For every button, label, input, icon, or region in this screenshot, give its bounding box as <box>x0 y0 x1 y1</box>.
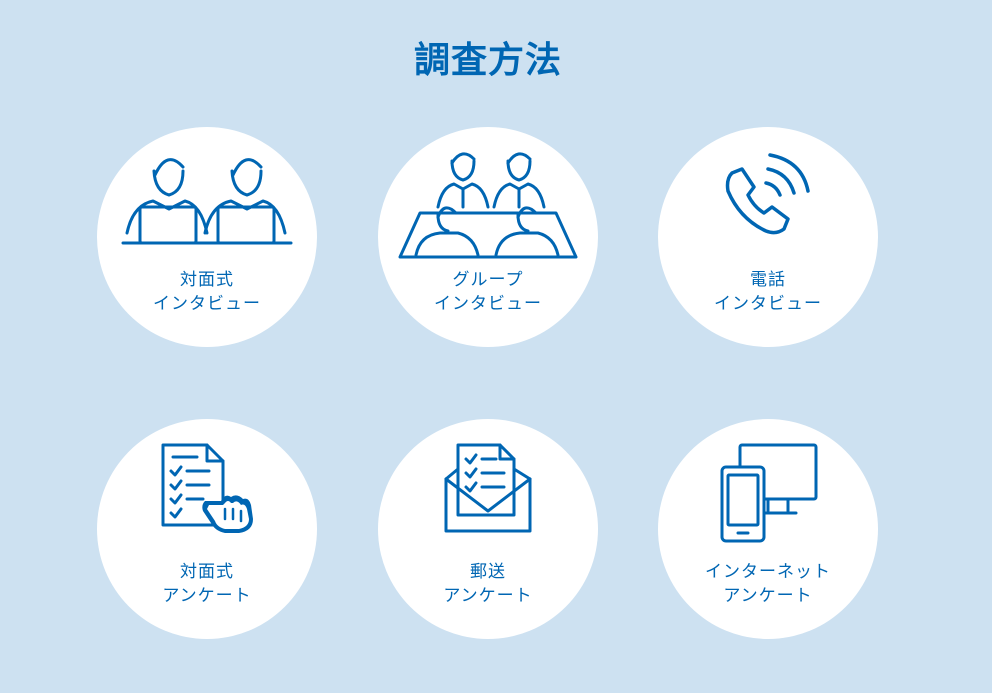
method-group-interview: グループ インタビュー <box>378 127 598 347</box>
face-to-face-interview-icon <box>121 158 293 245</box>
survey-sheet-icon <box>161 443 253 533</box>
method-label-line1: 対面式 <box>180 562 234 582</box>
method-label: 対面式 インタビュー <box>97 268 317 316</box>
group-interview-icon <box>398 152 578 259</box>
method-label: 電話 インタビュー <box>658 268 878 316</box>
method-face-to-face-interview: 対面式 インタビュー <box>97 127 317 347</box>
method-label: インターネット アンケート <box>658 560 878 608</box>
method-face-to-face-survey: 対面式 アンケート <box>97 419 317 639</box>
method-label-line1: 対面式 <box>180 270 234 290</box>
method-label-line2: インタビュー <box>153 294 261 314</box>
method-label-line2: インタビュー <box>434 294 542 314</box>
method-label-line2: アンケート <box>162 586 252 606</box>
method-internet-survey: インターネット アンケート <box>658 419 878 639</box>
method-label-line2: インタビュー <box>714 294 822 314</box>
method-phone-interview: 電話 インタビュー <box>658 127 878 347</box>
method-label-line1: 郵送 <box>470 562 506 582</box>
page-title: 調査方法 <box>413 40 562 81</box>
devices-icon <box>720 443 818 543</box>
method-label: 対面式 アンケート <box>97 560 317 608</box>
method-label-line1: インターネット <box>705 562 831 582</box>
mail-envelope-icon <box>444 443 532 533</box>
method-label: 郵送 アンケート <box>378 560 598 608</box>
method-mail-survey: 郵送 アンケート <box>378 419 598 639</box>
method-label-line1: グループ <box>452 270 524 290</box>
method-label-line2: アンケート <box>443 586 533 606</box>
method-label: グループ インタビュー <box>378 268 598 316</box>
method-label-line2: アンケート <box>723 586 813 606</box>
phone-icon <box>725 153 810 235</box>
method-label-line1: 電話 <box>750 270 786 290</box>
